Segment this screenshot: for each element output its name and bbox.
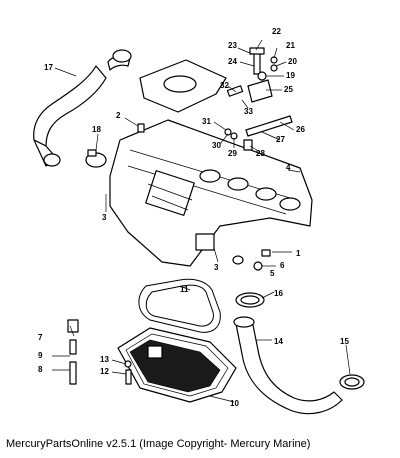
- exhaust-manifold-4: [109, 119, 313, 267]
- callout-24: 24: [228, 57, 237, 66]
- callout-13: 13: [100, 355, 109, 364]
- callout-7: 7: [38, 333, 43, 342]
- callout-28: 28: [256, 149, 265, 158]
- callout-12: 12: [100, 367, 109, 376]
- callout-17: 17: [44, 63, 53, 72]
- callout-8: 8: [38, 365, 43, 374]
- temperature-sender-assembly: [224, 47, 293, 151]
- callout-15: 15: [340, 337, 349, 346]
- callout-4: 4: [286, 163, 291, 172]
- callout-25: 25: [284, 85, 293, 94]
- hose-clamp-16: [235, 292, 265, 308]
- leader-lines: [52, 39, 351, 403]
- callout-21: 21: [286, 41, 295, 50]
- callout-6: 6: [280, 261, 285, 270]
- callout-33: 33: [244, 107, 253, 116]
- callout-1: 1: [296, 249, 301, 258]
- callout-9: 9: [38, 351, 43, 360]
- callout-18: 18: [92, 125, 101, 134]
- elbow-plate: [139, 59, 227, 113]
- callout-3b: 3: [214, 263, 219, 272]
- callout-5: 5: [270, 269, 275, 278]
- plug-fittings-7-9-8: [67, 319, 79, 385]
- callout-10: 10: [230, 399, 239, 408]
- callout-27: 27: [276, 135, 285, 144]
- hose-clamp-17: [112, 49, 132, 63]
- callout-32: 32: [220, 81, 229, 90]
- callout-20: 20: [288, 57, 297, 66]
- hose-clamp-18: [85, 149, 107, 168]
- hose-14: [233, 316, 343, 415]
- gasket-11: [138, 278, 221, 333]
- screw-12-washer-13: [124, 360, 132, 385]
- callout-29: 29: [228, 149, 237, 158]
- callout-26: 26: [296, 125, 305, 134]
- callout-16: 16: [274, 289, 283, 298]
- callout-3a: 3: [102, 213, 107, 222]
- copyright-footer: MercuryPartsOnline v2.5.1 (Image Copyrig…: [6, 438, 311, 450]
- callout-30: 30: [212, 141, 221, 150]
- hose-17: [33, 55, 131, 167]
- cover-plate-10: [117, 327, 237, 403]
- callout-2: 2: [116, 111, 121, 120]
- callout-11: 11: [180, 285, 189, 294]
- callout-31: 31: [202, 117, 211, 126]
- callout-19: 19: [286, 71, 295, 80]
- hose-clamp-15: [339, 374, 365, 390]
- callout-22: 22: [272, 27, 281, 36]
- callout-23: 23: [228, 41, 237, 50]
- callout-labels: 17 18 2 3 3 4 1 6 5 11 7 9 8 13 12 10 14…: [38, 27, 349, 408]
- callout-14: 14: [274, 337, 283, 346]
